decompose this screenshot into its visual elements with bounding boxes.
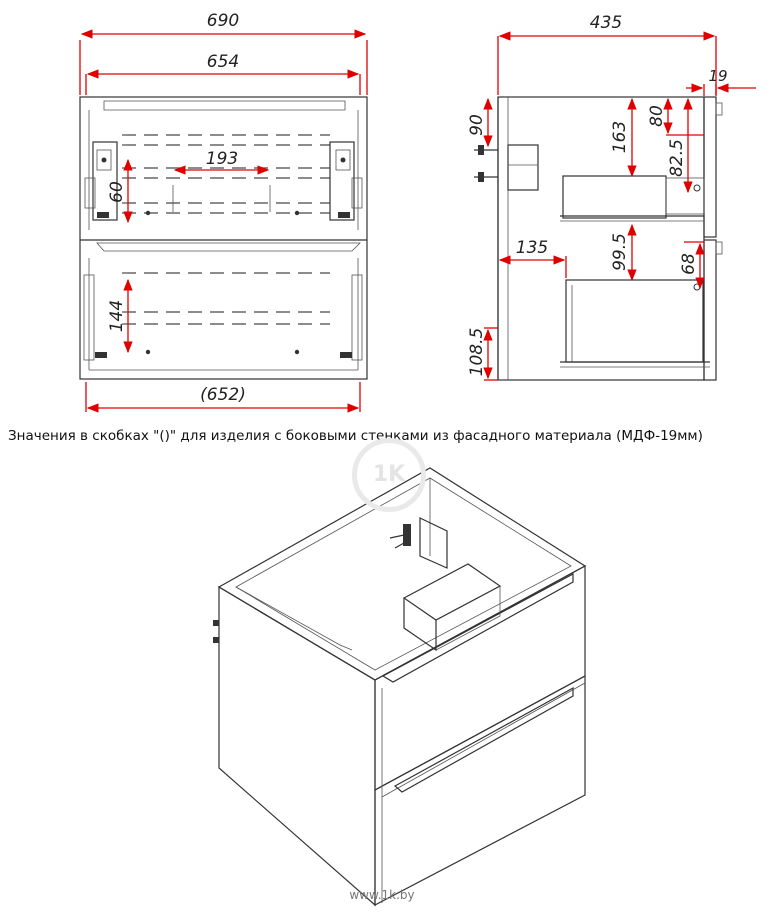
- side-dim-163: 163: [610, 97, 637, 178]
- dim-top-offset: 90: [467, 114, 487, 136]
- side-dim-80: 80: [647, 97, 704, 136]
- side-drawer-box-2: [560, 279, 710, 368]
- front-dim-60: 60: [107, 158, 133, 224]
- iso-handle-2: [393, 686, 574, 793]
- side-dim-68: 68: [679, 241, 705, 290]
- dim-bottom-offset: 108.5: [467, 328, 487, 377]
- front-dim-652: (652): [85, 382, 361, 413]
- iso-handle-1: [381, 572, 574, 683]
- isometric-view: [213, 467, 587, 907]
- iso-left-knob-1: [213, 620, 219, 626]
- iso-front-drawer-2: [374, 674, 586, 906]
- front-dim-193: 193: [173, 149, 270, 175]
- side-drawer-box-1: [560, 175, 705, 222]
- dim-bracket-spacing: 193: [206, 149, 238, 169]
- side-dim-995: 99.5: [610, 223, 637, 282]
- iso-front-edge: [381, 682, 586, 903]
- dim-drawer1-height: 163: [610, 121, 630, 153]
- side-dim-435: 435: [497, 13, 717, 95]
- side-wall-anchors: [474, 145, 498, 182]
- iso-left-panel: [218, 585, 376, 907]
- side-front-drawer-2: [703, 239, 717, 381]
- dim-handle2-offset: 68: [679, 253, 699, 275]
- side-handle-1: [715, 102, 723, 116]
- dim-handle-offset: 80: [647, 105, 667, 127]
- iso-floor-clip: [339, 644, 353, 651]
- front-bracket-lower-left: [83, 274, 107, 361]
- watermark-logo: 1K: [352, 438, 426, 512]
- side-dim-19: 19: [686, 67, 756, 96]
- dim-alt-width: (652): [200, 385, 246, 405]
- iso-left-knob-2: [213, 637, 219, 643]
- dim-lower-hole-height: 144: [107, 300, 127, 332]
- front-dim-144: 144: [107, 278, 133, 354]
- iso-wall-bracket: [389, 517, 448, 569]
- side-hanging-bracket: [507, 144, 539, 191]
- drawing-note: Значения в скобках "()" для изделия с бо…: [8, 428, 703, 444]
- iso-floor-left: [235, 586, 341, 646]
- front-cabinet-outline: [79, 96, 368, 380]
- iso-inner-box: [402, 563, 502, 652]
- dim-handle-to-slot: 82.5: [667, 139, 687, 177]
- dim-rear-gap: 135: [516, 238, 548, 258]
- front-mount-holes: [145, 210, 300, 355]
- front-dim-654: 654: [85, 52, 361, 95]
- front-dim-690: 690: [79, 11, 368, 95]
- front-view: 690 654 193 60 144 (652): [79, 11, 368, 413]
- front-bracket-lower-right: [340, 274, 363, 361]
- iso-top-rim-inner: [235, 477, 572, 671]
- front-dashed-rails-upper: [122, 134, 330, 214]
- side-dim-135: 135: [498, 238, 567, 278]
- side-front-drawer-1: [703, 96, 717, 238]
- dim-bracket-height: 60: [107, 181, 127, 203]
- side-view: 435 19 90 163 80 82.5 135: [467, 13, 756, 381]
- front-handle-mid: [96, 242, 361, 252]
- dim-body-width: 654: [207, 52, 239, 72]
- site-credit: www.1k.by: [349, 888, 415, 902]
- front-bracket-left: [84, 141, 118, 221]
- dim-depth: 435: [590, 13, 622, 33]
- side-handle-2: [715, 241, 723, 255]
- front-bracket-right: [329, 141, 363, 221]
- dim-front-thickness: 19: [708, 67, 727, 85]
- front-handle-top: [103, 100, 346, 111]
- side-dim-825: 82.5: [667, 97, 693, 194]
- dim-overall-width: 690: [207, 11, 239, 31]
- side-dim-90: 90: [467, 97, 493, 148]
- dim-drawer2-top: 99.5: [610, 233, 630, 271]
- side-dim-1085: 108.5: [467, 327, 498, 381]
- front-dashed-rails-lower: [122, 272, 330, 325]
